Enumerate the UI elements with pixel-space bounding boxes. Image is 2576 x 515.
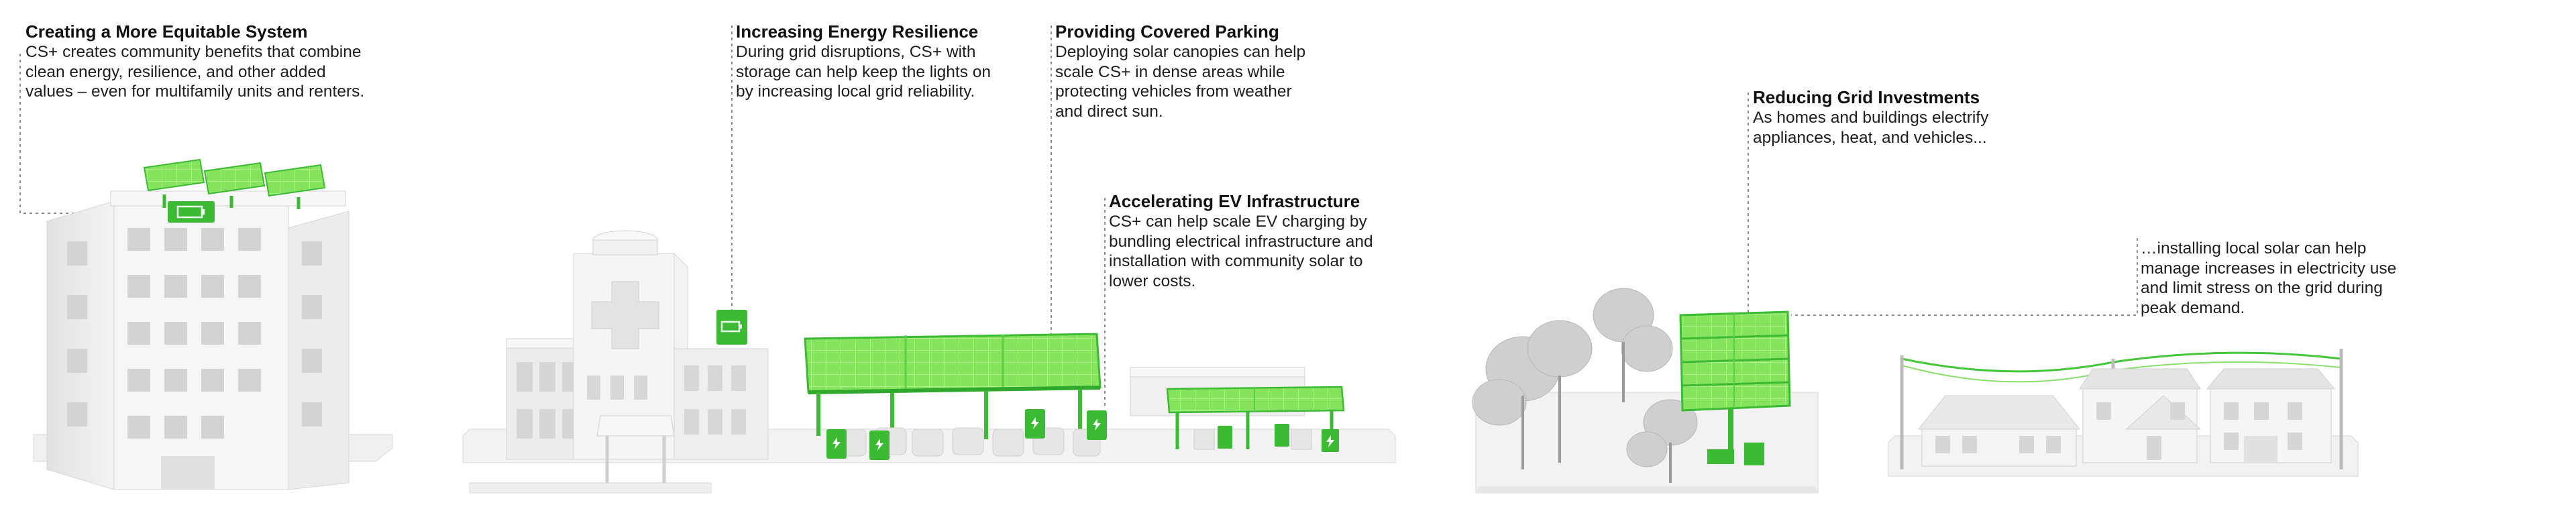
callout-body: During grid disruptions, CS+ with storag… [736,43,991,101]
battery-icon [716,310,747,345]
ev-charger [869,431,890,460]
ev-charger [1087,410,1107,440]
leader-local-solar [1791,238,2138,316]
callout-title: Increasing Energy Resilience [736,21,979,42]
leader-equitable [19,54,168,214]
medical-cross-icon [591,281,659,349]
solar-parking-canopy [804,333,1102,439]
ev-charger [1025,409,1045,439]
ev-charger [826,429,847,459]
callout-local-solar: …installing local solar can help manage … [2141,239,2396,318]
callout-equitable: Creating a More Equitable System CS+ cre… [25,21,364,102]
callout-body: …installing local solar can help manage … [2141,239,2397,317]
hospital-and-parking-lot [462,230,1396,494]
callout-title: Reducing Grid Investments [1753,87,1980,107]
callout-body: CS+ creates community benefits that comb… [25,43,365,101]
solar-tower-in-park [1472,288,1819,494]
callout-title: Providing Covered Parking [1055,21,1279,42]
ev-solar-canopy [1166,386,1345,452]
callout-ev: Accelerating EV Infrastructure CS+ can h… [1109,191,1373,291]
callout-body: As homes and buildings electrify applian… [1753,109,1989,147]
callout-body: Deploying solar canopies can help scale … [1055,43,1306,121]
battery-icon [168,201,215,223]
callout-resilience: Increasing Energy Resilience During grid… [736,21,991,102]
neighborhood-houses [1888,349,2359,477]
callout-body: CS+ can help scale EV charging by bundli… [1109,213,1373,290]
callout-title: Accelerating EV Infrastructure [1109,191,1360,211]
callout-title: Creating a More Equitable System [25,21,308,42]
rooftop-solar-panels [143,158,326,209]
callout-grid: Reducing Grid Investments As homes and b… [1753,87,1988,148]
apartment-building [33,158,393,490]
callout-parking: Providing Covered Parking Deploying sola… [1055,21,1305,121]
